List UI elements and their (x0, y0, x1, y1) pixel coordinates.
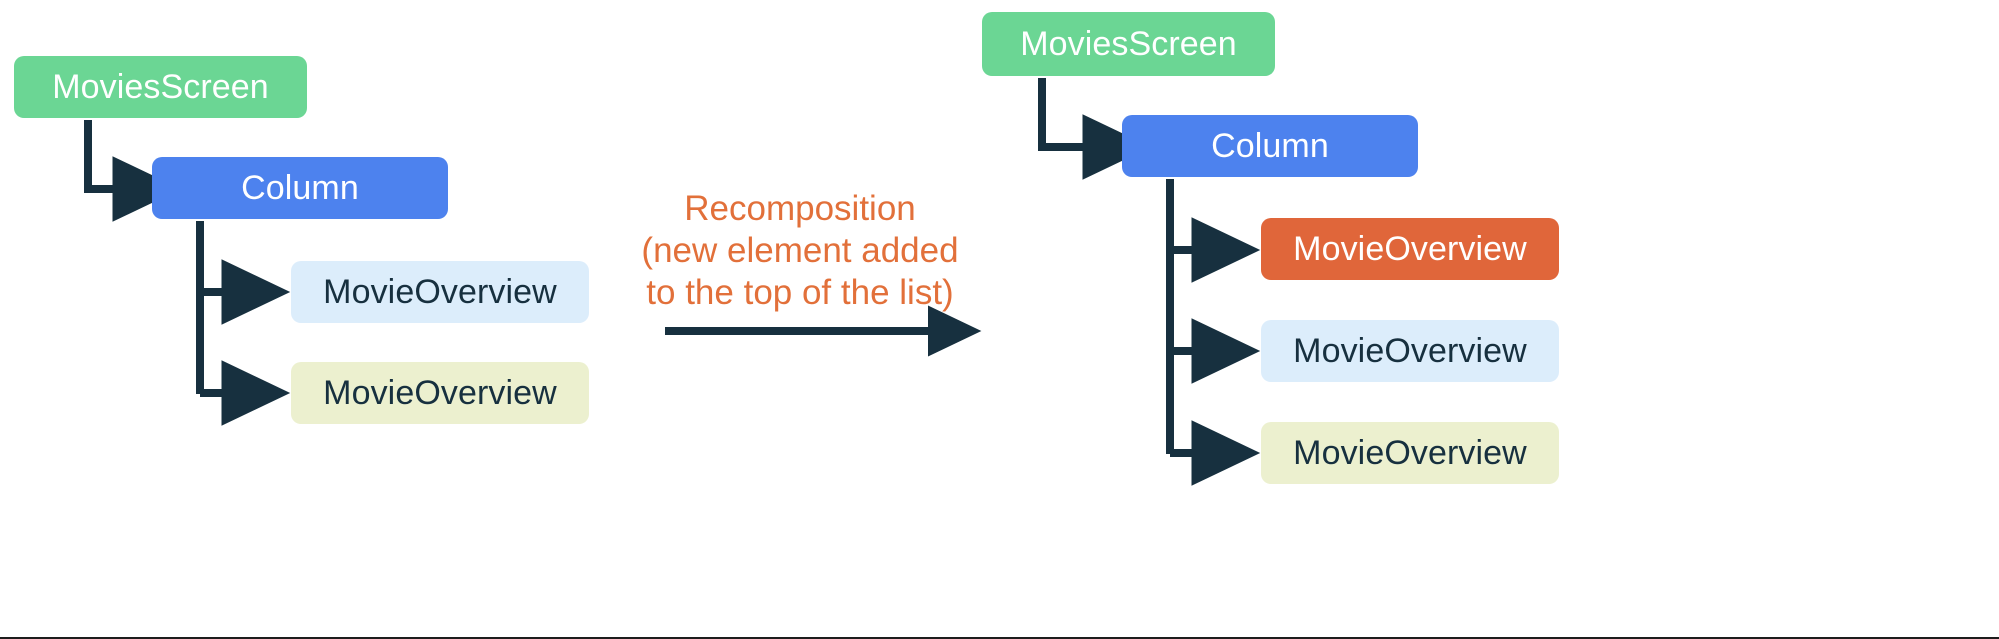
edge-column-to-items-after (1166, 179, 1261, 486)
node-label: MovieOverview (1293, 332, 1527, 370)
recomposition-caption-line-3: to the top of the list) (646, 273, 954, 312)
node-movie-overview-2[interactable]: MovieOverview (291, 362, 589, 424)
node-label: Column (1211, 127, 1329, 165)
recomposition-caption-line-2: (new element added (641, 231, 959, 270)
node-movies-screen-after[interactable]: MoviesScreen (982, 12, 1275, 76)
node-label: MovieOverview (1293, 230, 1527, 268)
node-label: MoviesScreen (52, 68, 269, 106)
node-movie-overview-1[interactable]: MovieOverview (291, 261, 589, 323)
edge-moviesscreen-to-column-after (1038, 78, 1152, 180)
node-movie-overview-after-2[interactable]: MovieOverview (1261, 422, 1559, 484)
node-label: MovieOverview (1293, 434, 1527, 472)
node-column-after[interactable]: Column (1122, 115, 1418, 177)
node-label: MoviesScreen (1020, 25, 1237, 63)
node-column[interactable]: Column (152, 157, 448, 219)
bottom-divider (0, 637, 1999, 639)
node-movie-overview-new[interactable]: MovieOverview (1261, 218, 1559, 280)
node-movies-screen[interactable]: MoviesScreen (14, 56, 307, 118)
recomposition-caption: Recomposition (new element added to the … (600, 188, 1000, 314)
edge-column-to-items (196, 221, 291, 426)
node-label: MovieOverview (323, 273, 557, 311)
node-movie-overview-after-1[interactable]: MovieOverview (1261, 320, 1559, 382)
recomposition-caption-line-1: Recomposition (684, 189, 916, 228)
edge-moviesscreen-to-column (84, 120, 182, 222)
node-label: Column (241, 169, 359, 207)
node-label: MovieOverview (323, 374, 557, 412)
